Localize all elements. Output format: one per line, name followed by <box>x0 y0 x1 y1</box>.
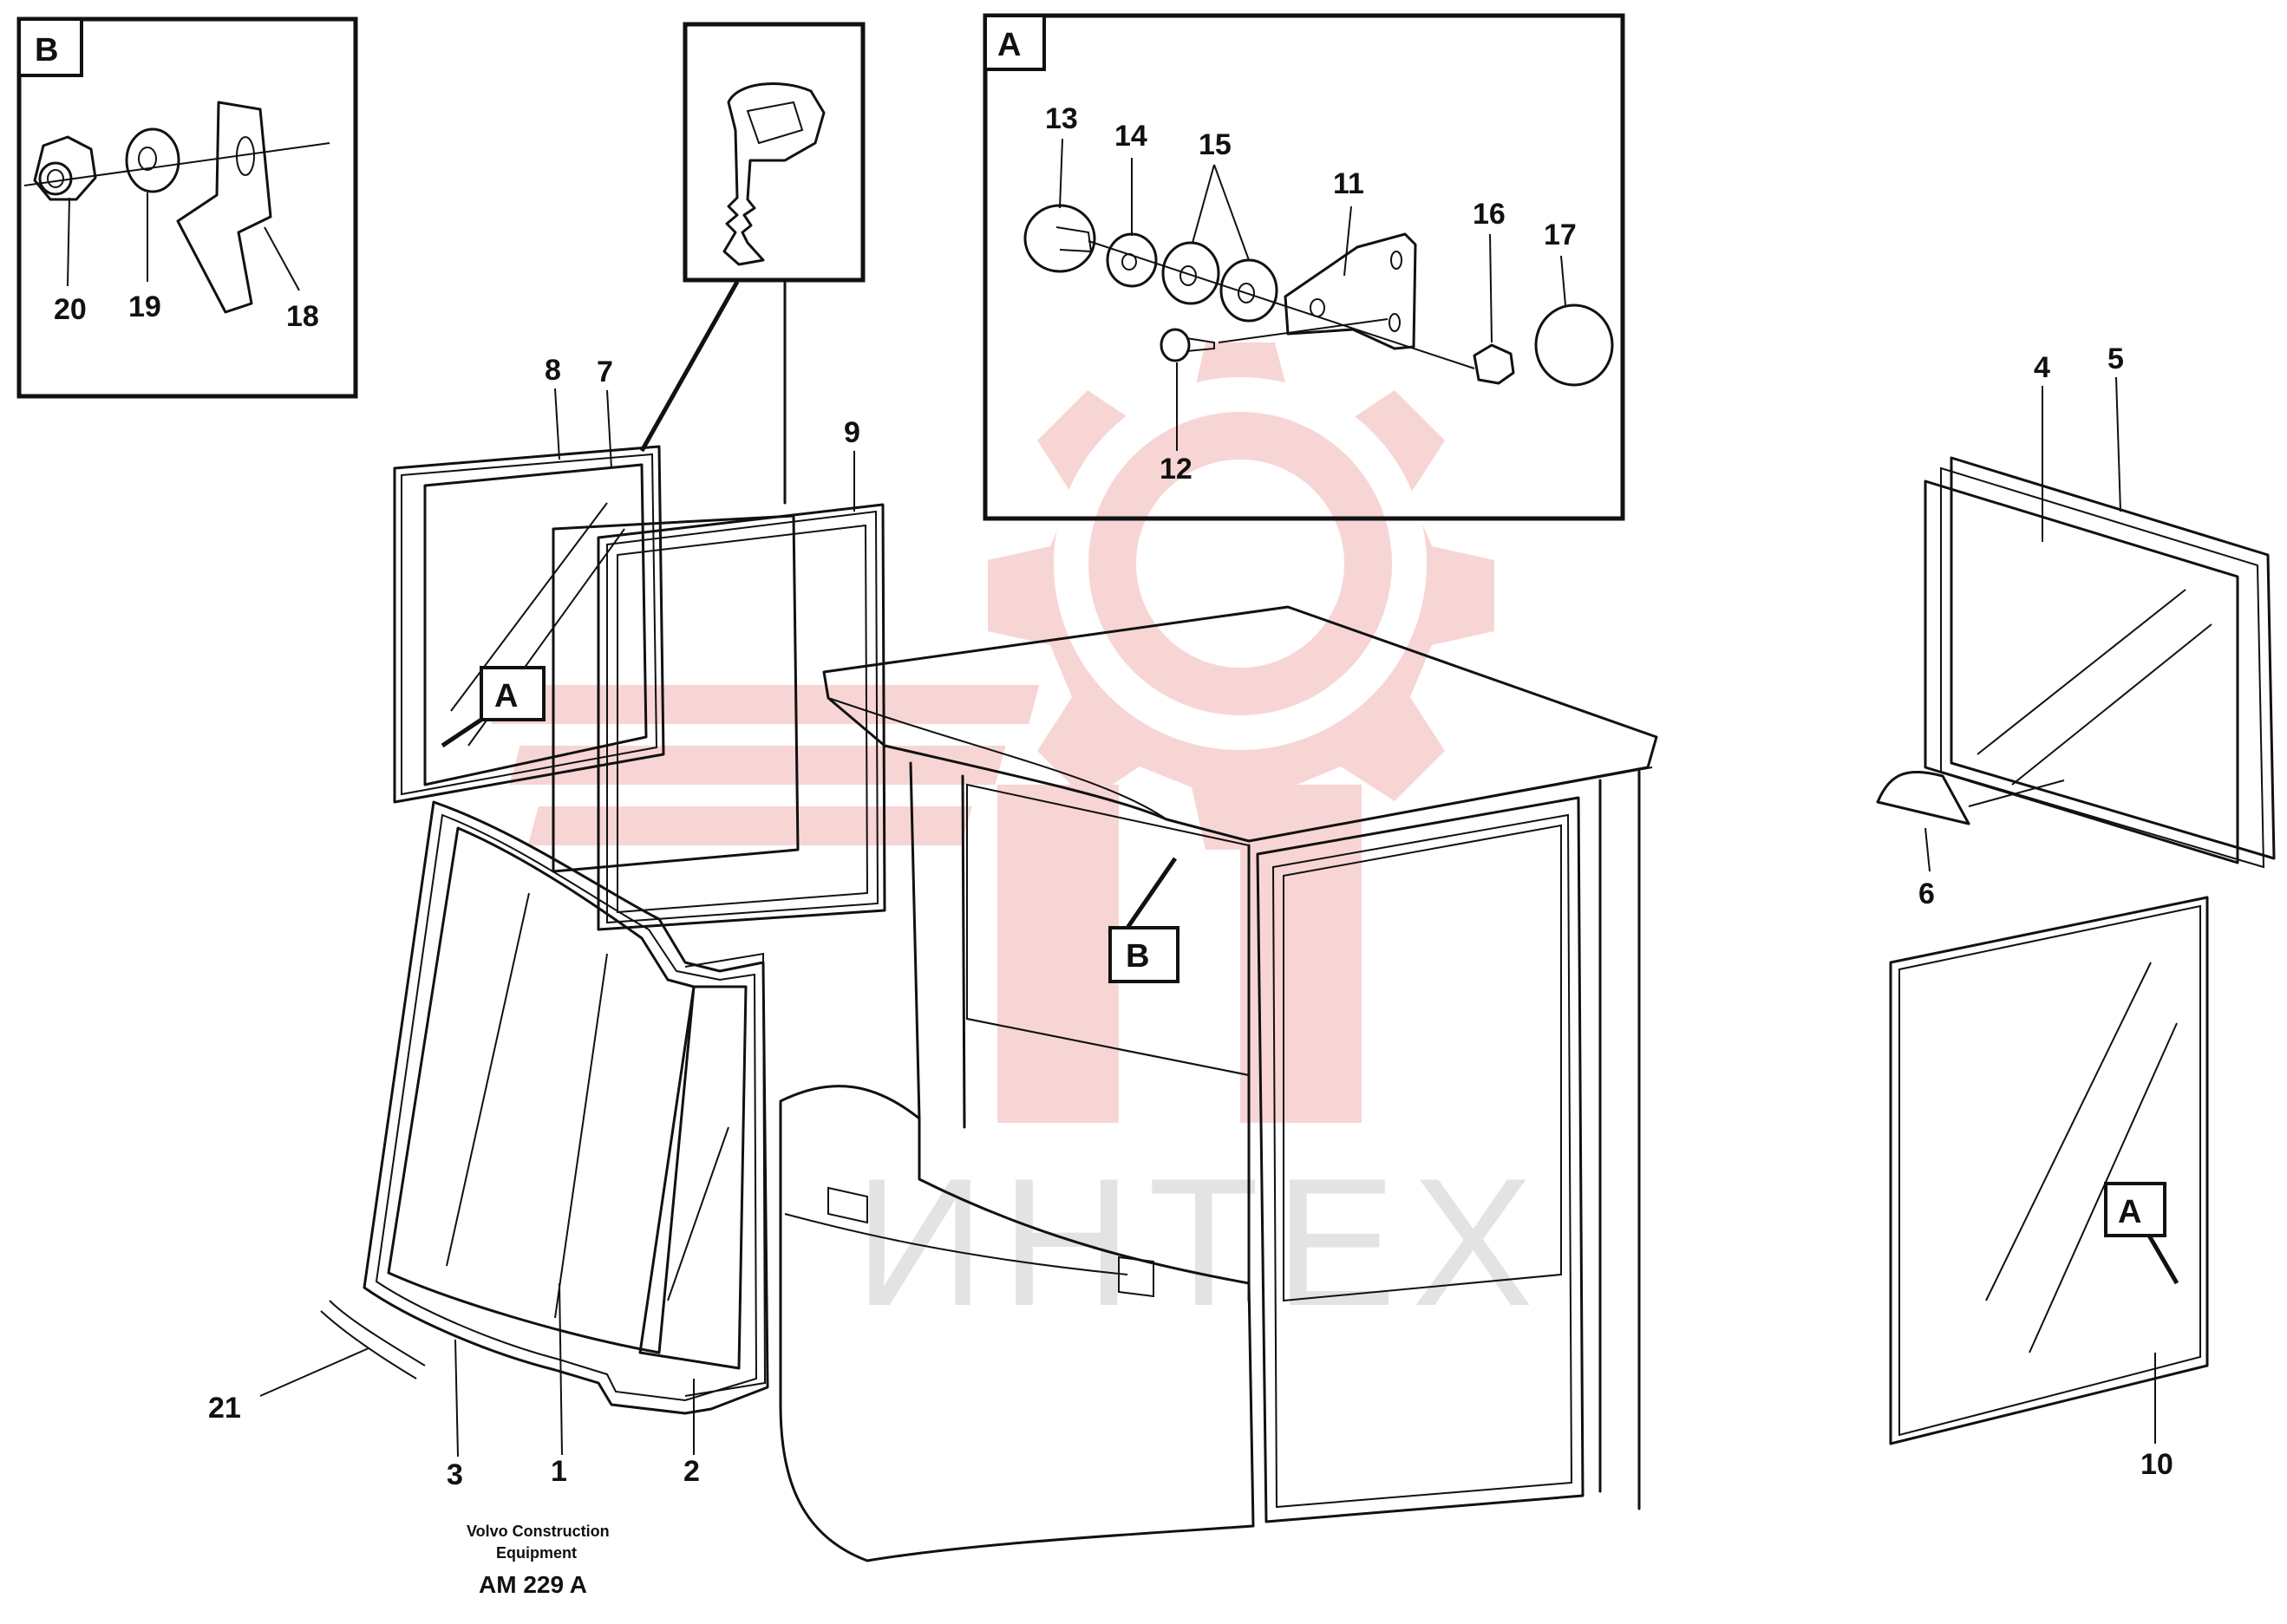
label-9: 9 <box>844 416 860 449</box>
footer-line-1: Volvo Construction <box>467 1523 610 1540</box>
left-door-frame <box>552 503 886 931</box>
label-19: 19 <box>128 290 161 323</box>
cap-17-part <box>1534 303 1614 387</box>
label-2: 2 <box>683 1455 700 1488</box>
label-6: 6 <box>1918 877 1935 910</box>
nut-16-part <box>1473 343 1515 385</box>
callout-a-left: A <box>441 666 546 748</box>
washer-15b-part <box>1219 258 1278 323</box>
label-18: 18 <box>286 300 319 333</box>
label-11: 11 <box>1333 167 1364 200</box>
callout-a-right: A <box>2104 1182 2179 1285</box>
label-8: 8 <box>545 354 561 387</box>
bracket-part <box>23 101 330 314</box>
cab-body <box>779 605 1658 1562</box>
seal-profile-box <box>683 22 866 283</box>
label-13: 13 <box>1045 102 1078 135</box>
callout-b-cab-text: B <box>1126 938 1149 975</box>
tapping-screw-part <box>1160 328 1215 362</box>
detail-box-b-tag: B <box>35 32 58 68</box>
footer-line-2: Equipment <box>496 1544 577 1562</box>
label-4: 4 <box>2034 351 2050 384</box>
label-5: 5 <box>2107 342 2124 375</box>
right-door-glass <box>1889 896 2209 1445</box>
label-10: 10 <box>2140 1448 2173 1481</box>
label-15: 15 <box>1199 128 1232 161</box>
label-16: 16 <box>1473 198 1506 231</box>
label-14: 14 <box>1114 120 1147 153</box>
drawing-code: AM 229 A <box>479 1571 587 1598</box>
nut-part <box>33 135 97 201</box>
callout-a-right-text: A <box>2118 1194 2141 1230</box>
label-12: 12 <box>1160 453 1193 486</box>
watermark-gear-logo <box>491 342 1494 1123</box>
window-clip-part <box>1876 770 1970 825</box>
screw-part <box>1023 204 1096 273</box>
front-windscreen <box>363 800 769 1415</box>
washer-15a-part <box>1161 241 1220 305</box>
detail-box-b: B 20 19 18 <box>16 16 358 399</box>
right-side-window <box>1924 456 2276 869</box>
detail-box-a: A 13 14 15 11 <box>983 13 1625 521</box>
label-7: 7 <box>597 355 613 388</box>
callout-b-cab: B <box>1108 857 1179 983</box>
detail-box-a-tag: A <box>997 27 1021 63</box>
label-1: 1 <box>551 1455 567 1488</box>
label-21: 21 <box>208 1392 241 1425</box>
label-20: 20 <box>54 293 87 326</box>
label-3: 3 <box>447 1458 463 1491</box>
watermark-text: ИНТЕХ <box>854 1140 1549 1344</box>
label-17: 17 <box>1544 218 1577 251</box>
callout-a-left-text: A <box>494 678 518 714</box>
washer-part <box>125 127 180 193</box>
